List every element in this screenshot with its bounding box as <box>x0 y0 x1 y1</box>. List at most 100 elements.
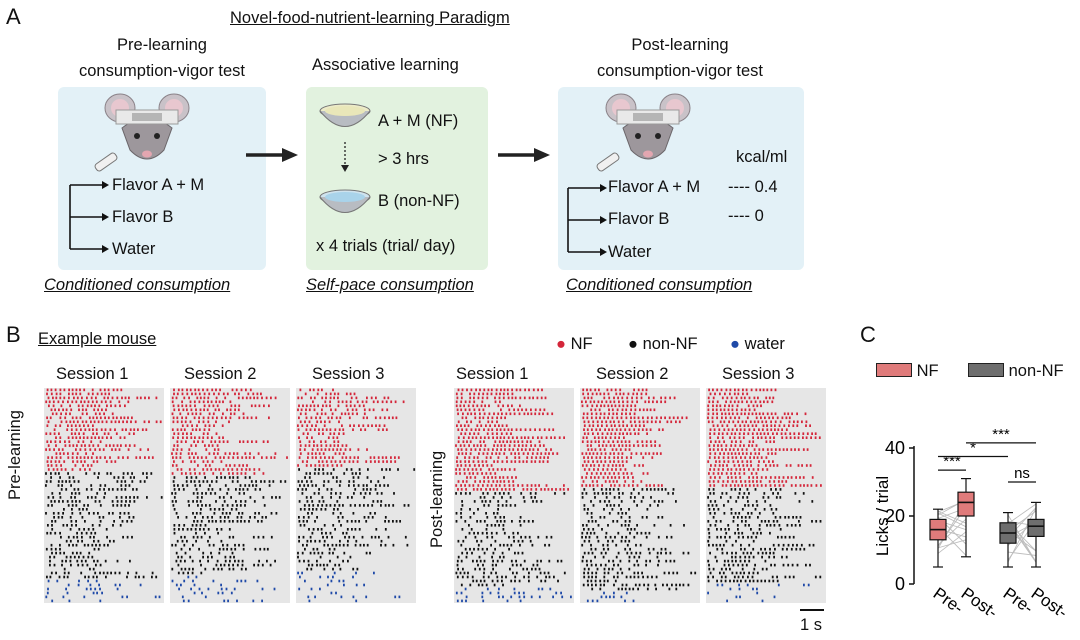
raster-tick <box>481 500 484 503</box>
raster-tick <box>473 547 475 551</box>
raster-tick <box>225 464 228 467</box>
raster-tick <box>107 388 110 392</box>
raster-tick <box>94 412 97 416</box>
raster-tick <box>53 555 56 559</box>
raster-tick <box>772 579 775 583</box>
raster-tick <box>530 488 533 491</box>
raster-tick <box>329 531 332 535</box>
raster-tick <box>741 508 744 511</box>
raster-tick <box>474 476 477 479</box>
raster-tick <box>753 448 756 451</box>
raster-tick <box>770 412 773 416</box>
raster-tick <box>382 460 385 463</box>
raster-tick <box>600 472 602 475</box>
raster-tick <box>148 396 150 400</box>
raster-tick <box>174 543 177 547</box>
raster-tick <box>787 516 790 519</box>
raster-tick <box>521 444 524 447</box>
raster-tick <box>306 539 309 543</box>
raster-tick <box>734 424 737 427</box>
raster-tick <box>471 436 474 439</box>
raster-tick <box>737 496 740 499</box>
raster-tick <box>196 424 198 427</box>
raster-tick <box>242 543 245 547</box>
raster-tick <box>269 563 272 567</box>
raster-tick <box>562 488 565 491</box>
raster-tick <box>748 444 750 447</box>
raster-tick <box>215 400 217 404</box>
raster-tick <box>765 440 768 443</box>
raster-tick <box>321 408 323 412</box>
raster-tick <box>78 555 80 559</box>
raster-tick <box>77 488 80 491</box>
raster-tick <box>98 436 100 439</box>
raster-tick <box>481 531 484 535</box>
raster-tick <box>103 412 105 416</box>
raster-tick <box>253 500 256 503</box>
raster-tick <box>747 424 750 427</box>
raster-tick <box>103 388 106 392</box>
raster-tick <box>764 559 767 563</box>
raster-tick <box>216 444 219 447</box>
raster-tick <box>193 520 195 523</box>
raster-tick <box>611 408 614 412</box>
raster-tick <box>628 559 631 563</box>
raster-tick <box>532 396 534 400</box>
choice-bracket-arrows <box>69 181 109 253</box>
raster-tick <box>594 448 597 451</box>
raster-tick <box>342 559 344 563</box>
raster-tick <box>326 472 329 475</box>
raster-tick <box>587 520 590 523</box>
raster-tick <box>747 432 750 435</box>
raster-tick <box>536 575 539 579</box>
raster-tick <box>456 396 459 400</box>
raster-tick <box>624 440 627 443</box>
raster-tick <box>521 440 524 443</box>
raster-tick <box>738 452 740 455</box>
raster-tick <box>118 420 120 424</box>
raster-tick <box>523 412 526 416</box>
raster-tick <box>181 424 184 427</box>
raster-tick <box>482 492 485 495</box>
raster-tick <box>708 563 710 567</box>
raster-tick <box>738 472 741 475</box>
raster-tick <box>236 452 239 455</box>
raster-tick <box>661 428 664 431</box>
raster-tick <box>708 388 710 392</box>
raster-tick <box>764 579 766 583</box>
raster-tick <box>91 543 94 547</box>
raster-tick <box>380 492 383 495</box>
raster-tick <box>59 396 62 400</box>
raster-tick <box>304 420 306 424</box>
raster-tick <box>113 476 116 479</box>
raster-tick <box>222 440 225 443</box>
raster-tick <box>494 396 496 400</box>
raster-tick <box>760 476 763 479</box>
raster-tick <box>95 579 98 583</box>
raster-tick <box>208 444 210 447</box>
raster-tick <box>713 512 716 515</box>
raster-tick <box>734 531 736 535</box>
raster-tick <box>467 468 470 471</box>
raster-tick <box>198 480 201 483</box>
raster-tick <box>478 452 480 455</box>
raster-tick <box>249 452 251 455</box>
raster-tick <box>324 456 326 459</box>
raster-tick <box>552 428 555 431</box>
raster-tick <box>483 559 486 563</box>
raster-tick <box>297 551 299 555</box>
raster-tick <box>541 388 543 392</box>
raster-tick <box>714 464 717 467</box>
raster-tick <box>128 432 131 435</box>
raster-tick <box>500 468 503 471</box>
raster-tick <box>490 484 493 487</box>
raster-tick <box>638 420 641 424</box>
raster-tick <box>545 535 548 539</box>
raster-tick <box>82 440 85 443</box>
raster-tick <box>646 432 648 435</box>
raster-tick <box>337 396 339 400</box>
raster-tick <box>117 456 120 459</box>
raster-tick <box>758 512 761 515</box>
raster-tick <box>62 595 65 599</box>
raster-tick <box>307 456 309 459</box>
